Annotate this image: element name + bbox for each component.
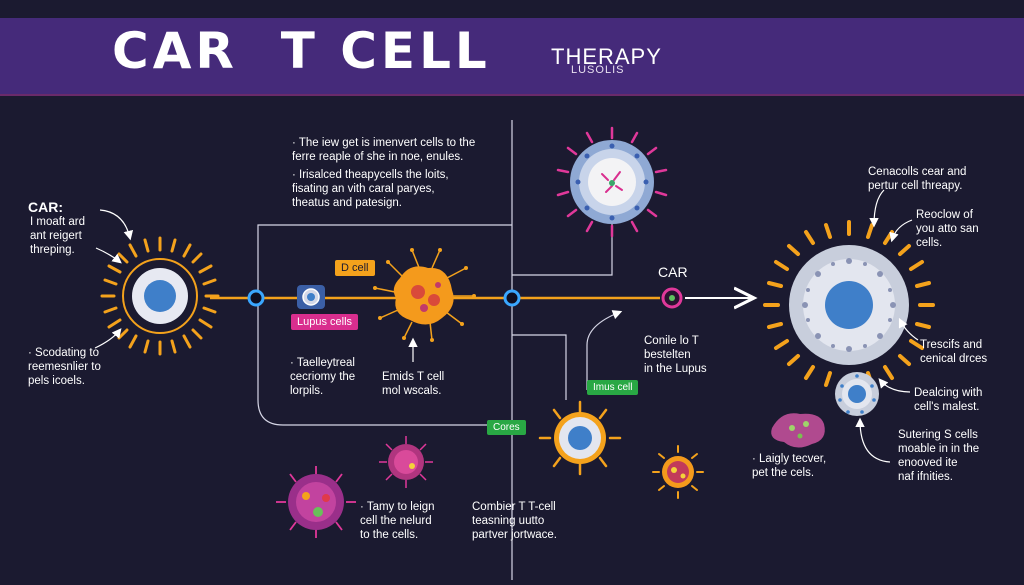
car-left-heading: CAR: xyxy=(28,199,63,215)
page-subtitle-secondary: LUSOLIS xyxy=(571,64,625,76)
annotation-arrows xyxy=(94,189,919,463)
bottom-left-note: · Tamy to leign cell the nelurd to the c… xyxy=(360,501,435,541)
page-subtitle: THERAPY xyxy=(551,44,662,69)
right-lupus-blob-icon xyxy=(771,413,825,448)
mid-center-note: Emids T cell mol wscals. xyxy=(382,371,445,397)
car-left-body: I moaft ard ant reigert threping. xyxy=(30,216,85,256)
right-note-4: Dealcing with cell's malest. xyxy=(914,387,983,413)
small-orange-cell-icon xyxy=(652,445,704,499)
pipeline-node-2 xyxy=(503,289,521,307)
car-right-label: CAR xyxy=(658,264,688,280)
magenta-large-cell-icon xyxy=(276,466,356,538)
page-title: CAR T CELL xyxy=(112,22,491,80)
mid-left-note: · Taelleytreal cecriomy the lorpils. xyxy=(290,357,356,397)
tag-cores: Cores xyxy=(487,420,526,435)
left-t-cell-icon xyxy=(100,236,220,356)
small-t-cell-icon xyxy=(297,285,325,309)
lupus-target-cell-icon xyxy=(373,248,476,342)
top-note-1: · The iew get is imenvert cells to the f… xyxy=(292,137,476,163)
title-banner xyxy=(0,18,1024,96)
right-note-5: Sutering S cells moable in in the enoove… xyxy=(898,429,980,483)
bottom-t-cell-icon xyxy=(538,400,622,476)
pipeline-node-car xyxy=(661,287,683,309)
tag-d-cell: D cell xyxy=(335,260,375,276)
top-note-2: · Irisalced theapycells the loits, fisat… xyxy=(292,169,449,209)
right-note-3: Trescifs and cenical drces xyxy=(920,339,988,365)
right-car-t-cell-icon xyxy=(763,220,935,390)
right-note-1: Cenacolls cear and pertur cell threapy. xyxy=(868,166,967,192)
pipeline-node-1 xyxy=(247,289,265,307)
left-bottom-note: · Scodating to reemesnlier to pels icoel… xyxy=(28,347,101,387)
tag-lupus-cells: Lupus cells xyxy=(291,314,359,330)
right-note-6: · Laigly tecver, pet the cels. xyxy=(752,453,827,479)
bottom-center-note: Combier T T-cell teasning uutto partver … xyxy=(472,501,558,541)
magenta-virus-cell-icon xyxy=(379,436,433,488)
center-right-note: Conile lo T bestelten in the Lupus xyxy=(644,335,707,375)
top-target-cell-icon xyxy=(556,126,668,238)
tag-imus-cell: Imus cell xyxy=(587,380,639,395)
right-small-cell-icon xyxy=(835,372,879,416)
right-note-2: Reoclow of you atto san cells. xyxy=(916,209,979,249)
